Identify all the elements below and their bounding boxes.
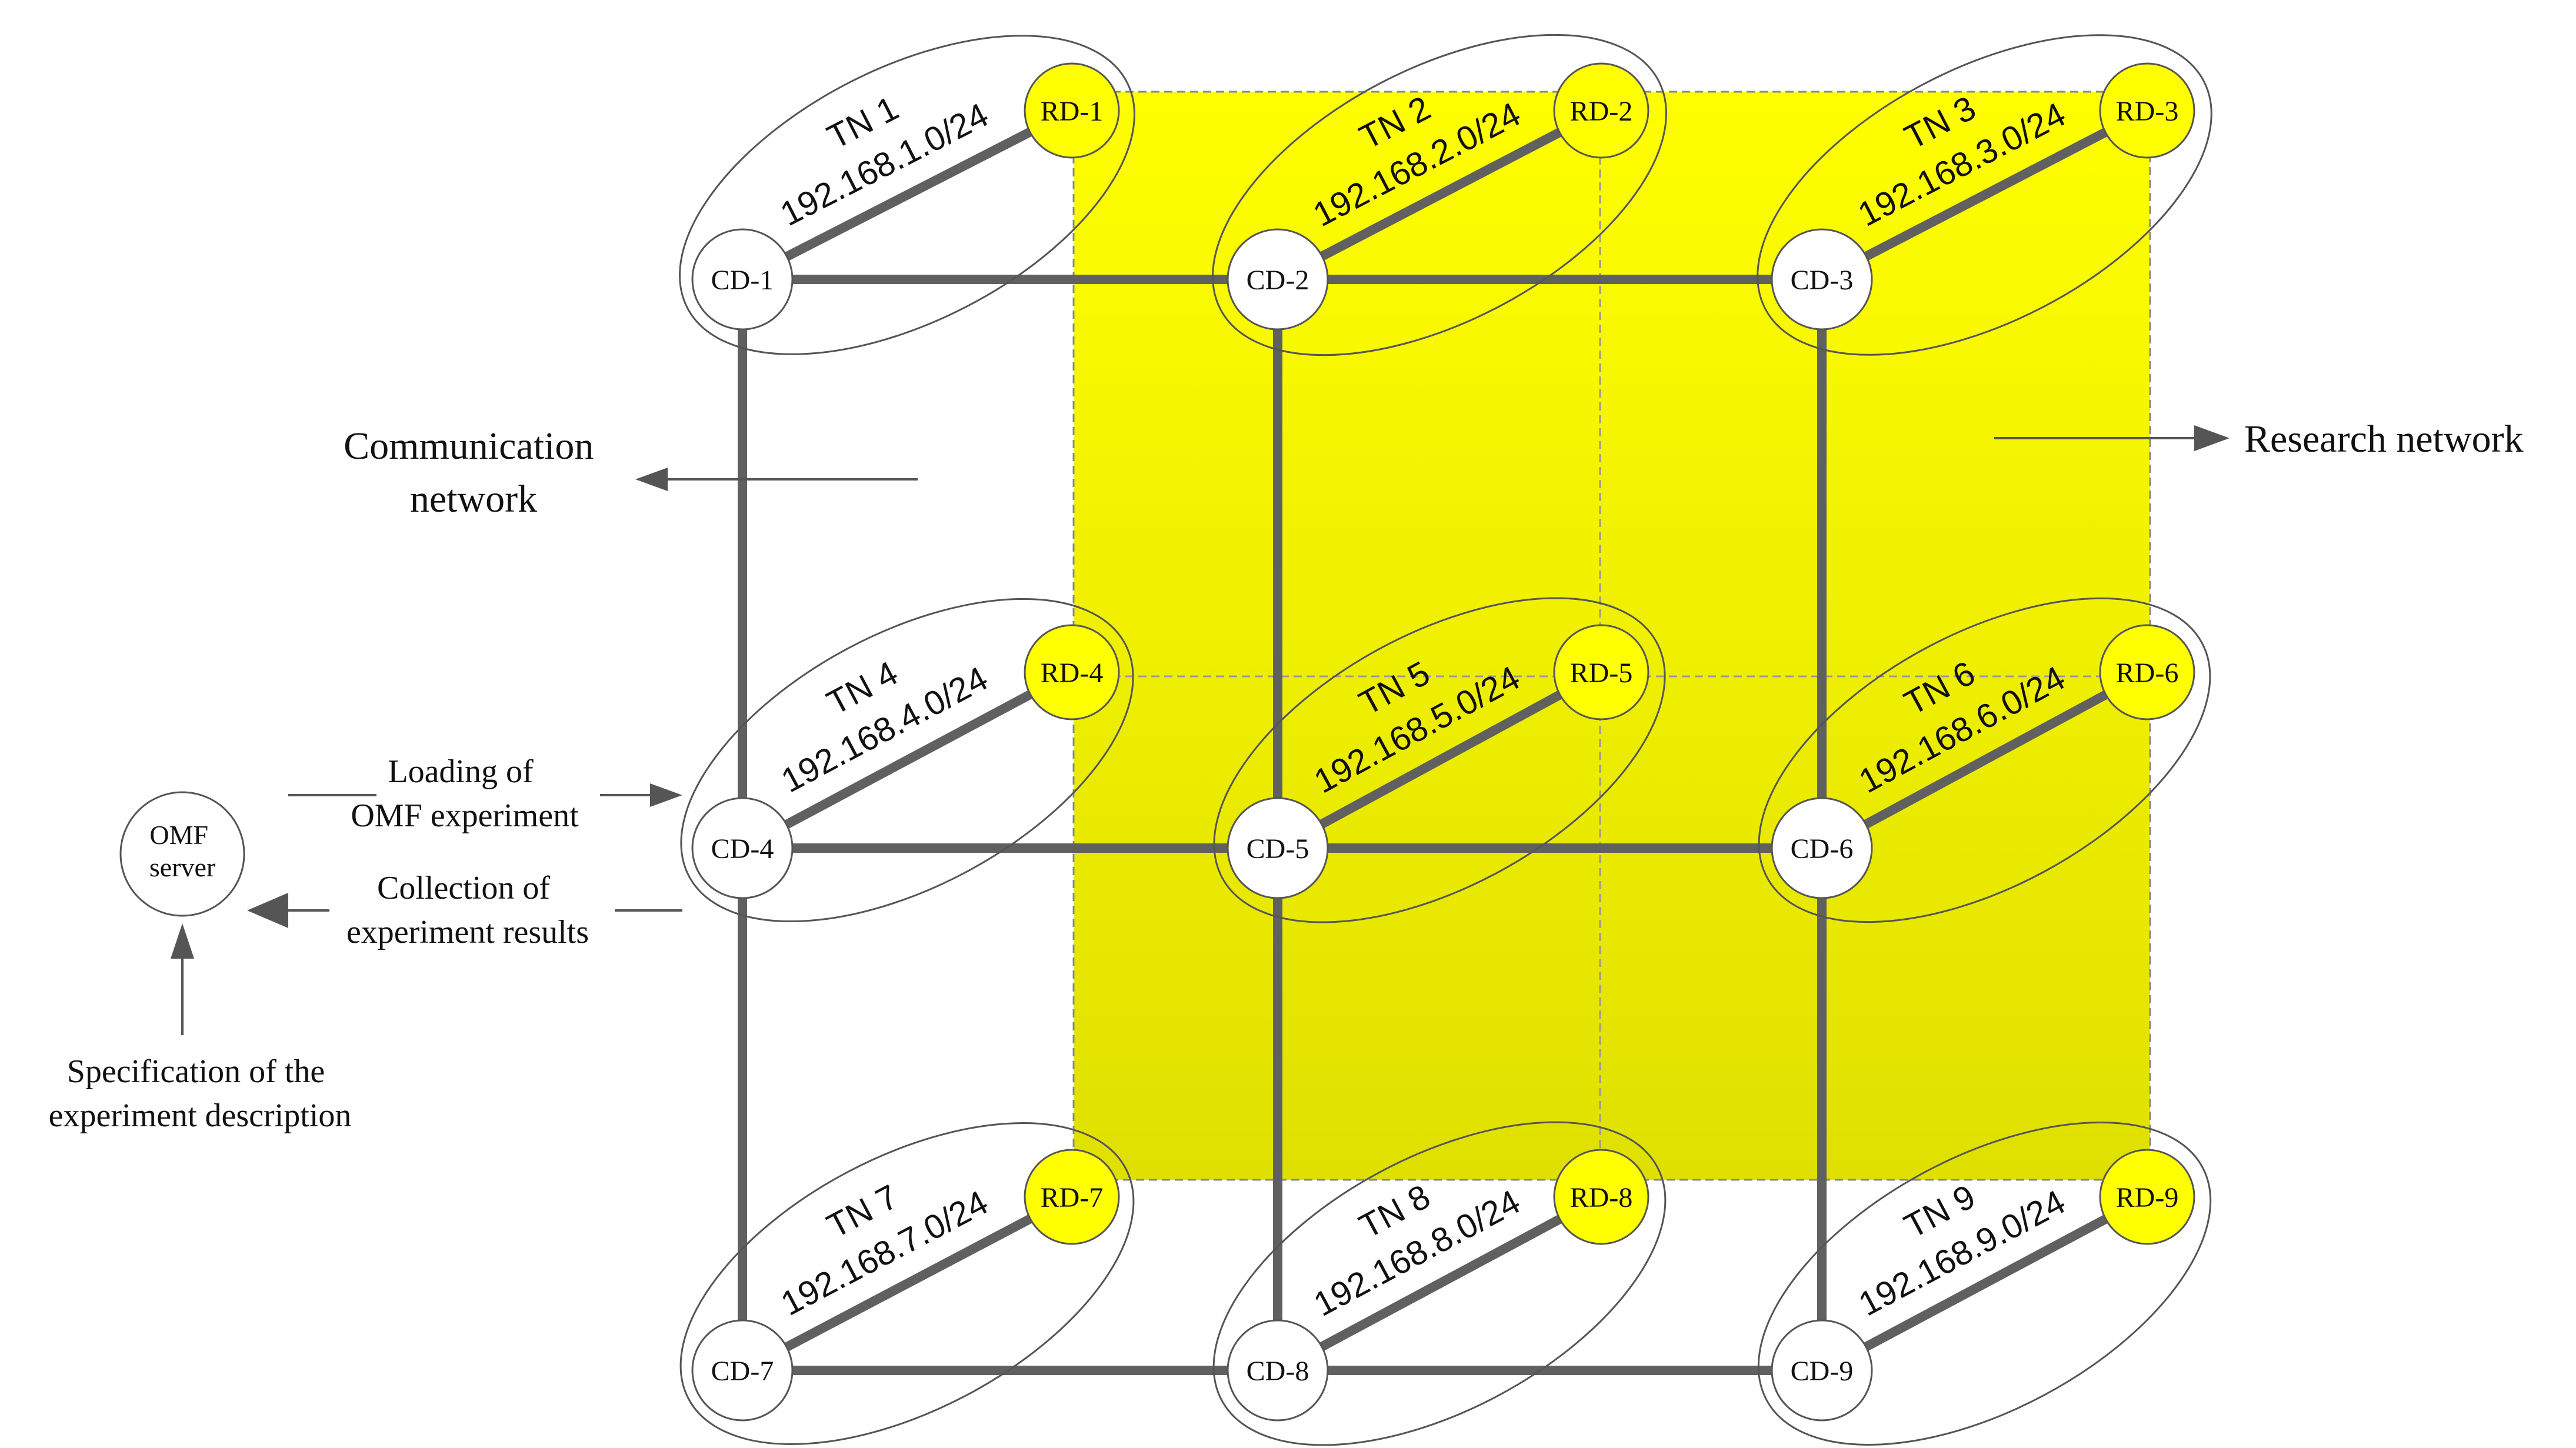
control-device-label: CD-4: [711, 833, 774, 865]
research-device-label: RD-9: [2116, 1182, 2179, 1213]
cd-rd-link: [1275, 1192, 1604, 1375]
arrowhead-icon: [171, 923, 194, 959]
control-device-label: CD-9: [1791, 1356, 1854, 1387]
test-network-boundary: [1758, 597, 2211, 923]
cd-rd-link: [1275, 106, 1604, 284]
cd-rd-link: [1819, 106, 2150, 284]
control-device-node[interactable]: [1227, 797, 1329, 899]
test-network-boundary: [1213, 597, 1666, 923]
test-network-boundary: [1757, 1122, 2212, 1446]
test-network-boundary: [1212, 1121, 1667, 1446]
arrowhead-icon: [2194, 425, 2230, 451]
cd-rd-link: [740, 106, 1074, 284]
research-device-node[interactable]: [2099, 624, 2195, 720]
control-device-label: CD-5: [1247, 833, 1309, 865]
control-device-node[interactable]: [691, 1319, 794, 1422]
research-device-node[interactable]: [2099, 62, 2195, 159]
research-device-label: RD-5: [1570, 658, 1633, 689]
cd-rd-link: [740, 1192, 1074, 1375]
research-device-node[interactable]: [1024, 62, 1120, 159]
research-device-label: RD-3: [2116, 96, 2179, 127]
research-device-node[interactable]: [1553, 62, 1649, 159]
control-device-node[interactable]: [1771, 228, 1873, 331]
research-device-label: RD-8: [1570, 1182, 1633, 1213]
control-device-node[interactable]: [691, 228, 794, 331]
control-device-node[interactable]: [1771, 797, 1873, 899]
communication-network-label: Communication network: [344, 425, 604, 521]
research-device-node[interactable]: [2099, 1149, 2195, 1245]
test-network-boundary: [1212, 34, 1667, 356]
control-device-label: CD-6: [1791, 833, 1854, 865]
research-device-node[interactable]: [1024, 1149, 1120, 1245]
communication-links: [738, 275, 1827, 1375]
control-device-label: CD-7: [711, 1356, 774, 1387]
test-network-label: TN 1192.168.1.0/24: [753, 54, 995, 233]
research-device-label: RD-7: [1041, 1182, 1104, 1213]
test-network-boundary: [1757, 34, 2212, 356]
research-device-label: RD-2: [1570, 96, 1633, 127]
collection-label: Collection of experiment results: [346, 870, 589, 950]
research-device-node[interactable]: [1024, 624, 1120, 720]
arrowhead-icon: [650, 783, 682, 807]
control-device-label: CD-2: [1247, 265, 1309, 296]
research-device-node[interactable]: [1553, 624, 1649, 720]
test-network-label: TN 7192.168.7.0/24: [753, 1142, 994, 1323]
cd-rd-link: [1819, 668, 2150, 853]
cd-rd-link: [1819, 1192, 2150, 1375]
test-network-boundary: [679, 35, 1135, 355]
research-device-label: RD-1: [1041, 96, 1104, 127]
specification-label: Specification of the experiment descript…: [49, 1053, 352, 1134]
research-device-label: RD-6: [2116, 658, 2179, 689]
control-device-node[interactable]: [1227, 1319, 1329, 1422]
cd-rd-link: [740, 668, 1074, 853]
test-network-label: TN 4192.168.4.0/24: [753, 618, 994, 800]
omf-server-label: OMF server: [149, 820, 215, 882]
research-device-node[interactable]: [1553, 1149, 1649, 1245]
arrowhead-icon: [247, 893, 288, 928]
control-device-node[interactable]: [1771, 1319, 1873, 1422]
arrowhead-icon: [635, 468, 668, 491]
research-device-label: RD-4: [1041, 658, 1104, 689]
control-device-label: CD-8: [1247, 1356, 1309, 1387]
test-network-boundary: [679, 1122, 1135, 1445]
control-device-node[interactable]: [1227, 228, 1329, 331]
cd-rd-link: [1275, 668, 1604, 853]
research-network-label: Research network: [2244, 418, 2524, 461]
control-device-label: CD-3: [1791, 265, 1854, 296]
test-network-boundary: [680, 598, 1134, 923]
control-device-node[interactable]: [691, 797, 794, 899]
omf-server-node[interactable]: [119, 791, 245, 917]
control-device-label: CD-1: [711, 265, 774, 296]
loading-label: Loading of OMF experiment: [351, 753, 579, 834]
